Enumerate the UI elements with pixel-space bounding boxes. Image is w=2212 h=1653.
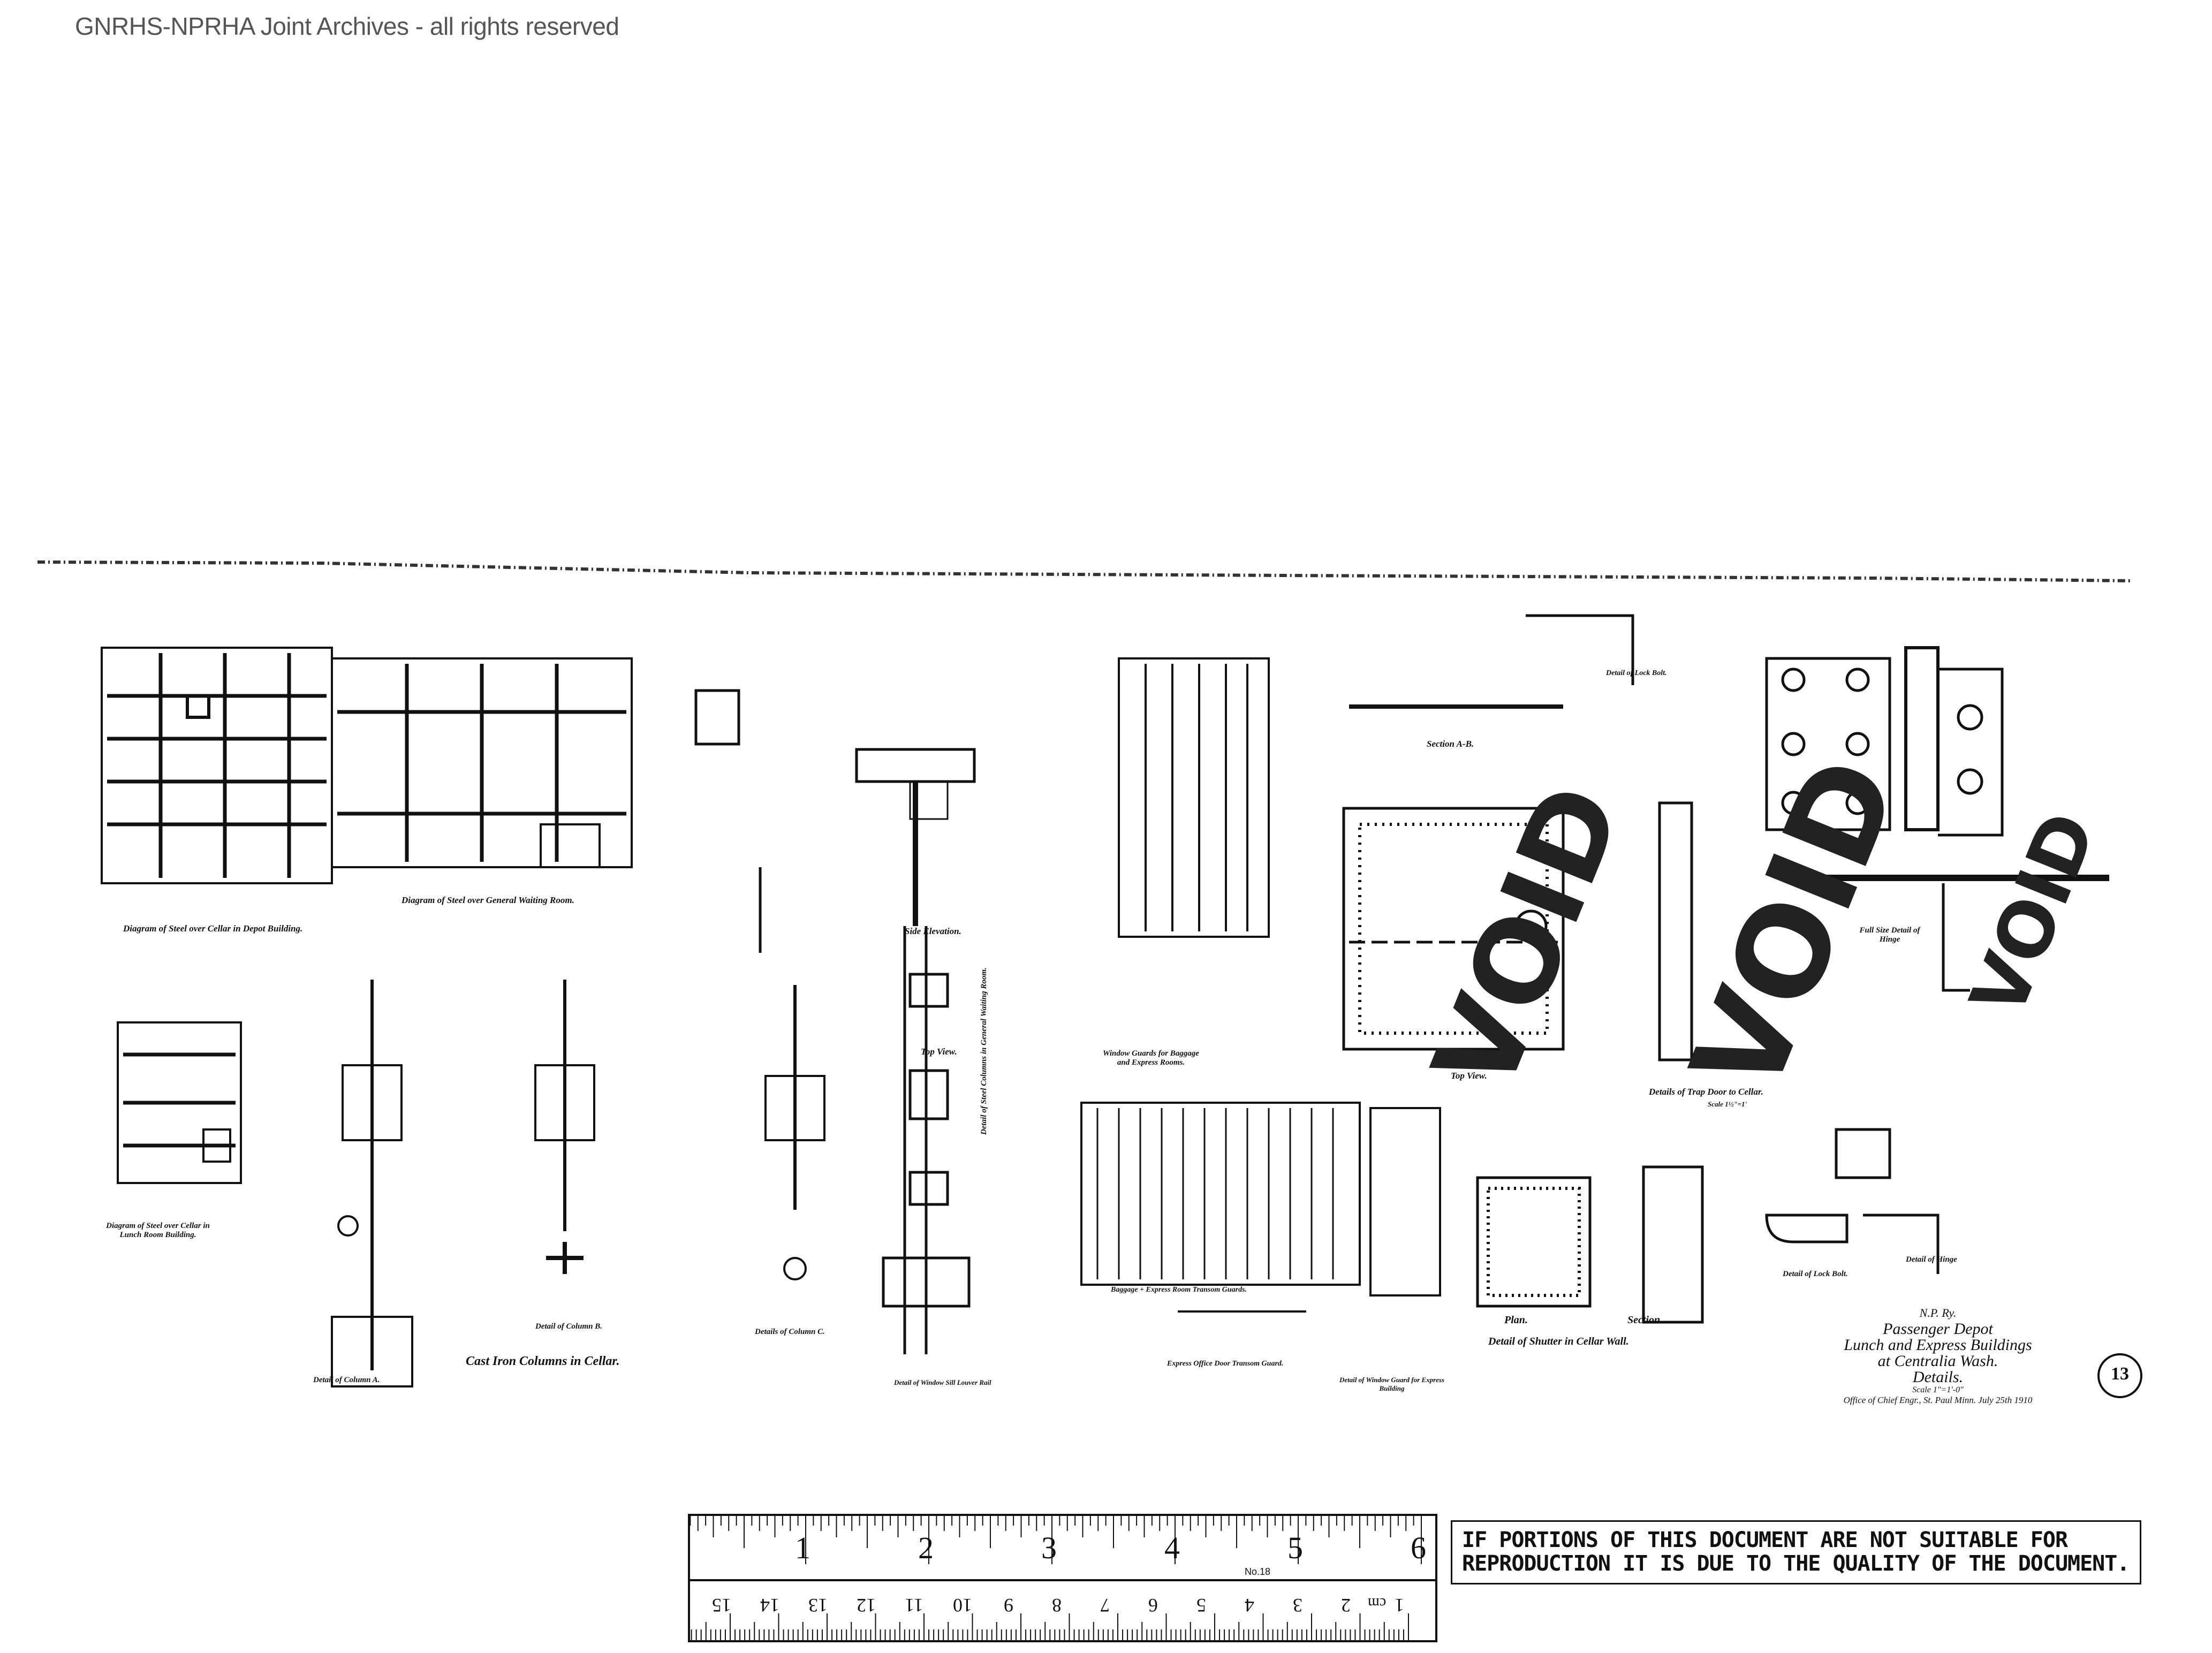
hinge-detail <box>1765 646 2109 992</box>
ruler-cm-6: 6 <box>1148 1595 1158 1616</box>
ruler-cm-14: 14 <box>760 1595 779 1616</box>
label-general-waiting: Diagram of Steel over General Waiting Ro… <box>402 895 574 905</box>
label-lunch-room: Diagram of Steel over Cellar in Lunch Ro… <box>106 1222 210 1239</box>
ruler-cm-15: 15 <box>712 1595 731 1616</box>
ruler-cm-5: 5 <box>1196 1595 1206 1616</box>
scale-ruler: 1 2 3 4 5 6 No.18 1 cm 2 3 4 5 6 7 8 9 1… <box>688 1514 1437 1642</box>
ruler-inch-3: 3 <box>1041 1530 1057 1565</box>
label-section-ab: Section A-B. <box>1427 739 1474 749</box>
sheet-number: 13 <box>2111 1364 2129 1384</box>
label-column-b: Detail of Column B. <box>535 1322 603 1331</box>
label-plan: Plan. <box>1504 1314 1528 1326</box>
label-express-office: Express Office Door Transom Guard. <box>1167 1360 1284 1368</box>
label-window-guard-express: Detail of Window Guard for Express Build… <box>1339 1376 1445 1392</box>
ruler-inch-6: 6 <box>1411 1530 1426 1565</box>
depot-cellar-diagram <box>101 647 633 884</box>
ruler-ticks <box>688 1514 1437 1642</box>
label-window-sill: Detail of Window Sill Louver Rail <box>894 1378 991 1386</box>
label-steel-columns: Detail of Steel Columns in General Waiti… <box>980 967 988 1135</box>
ruler-cm-12: 12 <box>857 1595 876 1616</box>
column-details <box>331 980 825 1387</box>
title-office: Office of Chief Engr., St. Paul Minn. Ju… <box>1843 1395 2033 1405</box>
title-railway: N.P. Ry. <box>1919 1306 1957 1320</box>
ruler-inch-1: 1 <box>795 1530 810 1565</box>
ruler-model: No.18 <box>1245 1566 1271 1577</box>
steel-column-elevation <box>694 689 976 1354</box>
ruler-cm-10: 10 <box>953 1595 972 1616</box>
label-section: Section. <box>1627 1314 1663 1326</box>
title-line3: at Centralia Wash. <box>1877 1352 1998 1370</box>
label-trap-door-scale: Scale 1½"=1' <box>1708 1100 1747 1108</box>
label-column-c: Details of Column C. <box>755 1328 825 1336</box>
label-transom-guards: Baggage + Express Room Transom Guards. <box>1111 1286 1247 1294</box>
label-cast-iron: Cast Iron Columns in Cellar. <box>466 1354 620 1368</box>
label-trap-door: Details of Trap Door to Cellar. <box>1649 1087 1763 1097</box>
label-lock-bolt-2: Detail of Lock Bolt. <box>1783 1270 1848 1278</box>
label-lock-bolt: Detail of Lock Bolt. <box>1606 669 1667 677</box>
ruler-cm-11: 11 <box>905 1595 923 1616</box>
ruler-cm-3: 3 <box>1293 1595 1302 1616</box>
ruler-cm-label: cm <box>1368 1595 1387 1611</box>
lunch-room-diagram <box>117 1021 242 1184</box>
label-column-a: Detail of Column A. <box>313 1376 380 1384</box>
reproduction-notice: IF PORTIONS OF THIS DOCUMENT ARE NOT SUI… <box>1451 1520 2141 1584</box>
label-window-guards: Window Guards for Baggage and Express Ro… <box>1103 1049 1199 1067</box>
ruler-cm-9: 9 <box>1004 1595 1013 1616</box>
label-top-view-2: Top View. <box>1451 1071 1487 1081</box>
label-hinge: Full Size Detail of Hinge <box>1859 926 1920 944</box>
ruler-inch-4: 4 <box>1164 1530 1180 1565</box>
ruler-cm-1: 1 <box>1395 1595 1404 1616</box>
label-side-elevation: Side Elevation. <box>905 926 961 936</box>
label-shutter: Detail of Shutter in Cellar Wall. <box>1488 1336 1629 1347</box>
ruler-cm-8: 8 <box>1052 1595 1062 1616</box>
ruler-inch-2: 2 <box>918 1530 934 1565</box>
window-guards <box>1080 657 1441 1313</box>
ruler-cm-2: 2 <box>1341 1595 1351 1616</box>
archive-watermark: GNRHS-NPRHA Joint Archives - all rights … <box>75 12 619 40</box>
title-line1: Passenger Depot <box>1883 1320 1993 1338</box>
label-top-view-1: Top View. <box>921 1047 957 1057</box>
title-line2: Lunch and Express Buildings <box>1844 1336 2032 1354</box>
trap-door-detail <box>1342 614 1693 1061</box>
title-line4: Details. <box>1912 1368 1964 1386</box>
shutter-detail <box>1476 1128 1940 1324</box>
sheet-number-circle <box>2097 1353 2142 1398</box>
label-hinge-2: Detail of Hinge <box>1906 1255 1957 1264</box>
title-scale: Scale 1"=1'-0" <box>1912 1385 1964 1394</box>
ruler-inch-5: 5 <box>1287 1530 1303 1565</box>
label-cellar-depot: Diagram of Steel over Cellar in Depot Bu… <box>123 923 303 934</box>
ruler-cm-13: 13 <box>808 1595 828 1616</box>
ruler-cm-4: 4 <box>1245 1595 1254 1616</box>
ruler-cm-7: 7 <box>1100 1595 1110 1616</box>
